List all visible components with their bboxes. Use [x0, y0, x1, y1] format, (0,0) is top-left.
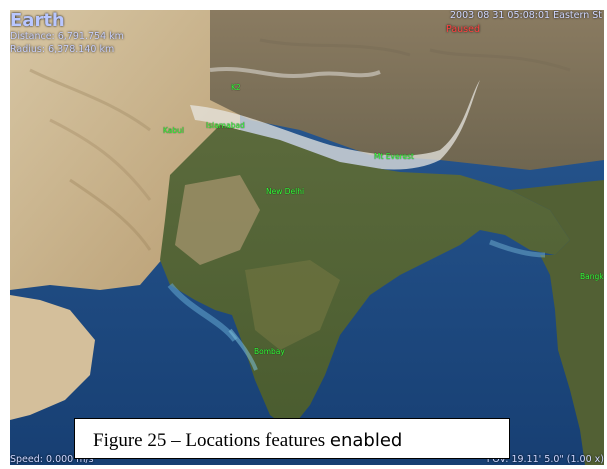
location-label-islamabad[interactable]: Islamabad — [206, 121, 245, 130]
location-label-mt-everest[interactable]: Mt Everest — [374, 152, 414, 161]
distance-readout: Distance: 6,791.754 km — [10, 31, 124, 42]
datetime-readout: 2003 08 31 05:08:01 Eastern St — [450, 10, 602, 21]
radius-readout: Radius: 6,378.140 km — [10, 44, 115, 55]
caption-suffix: enabled — [329, 430, 403, 451]
location-label-k2[interactable]: K2 — [231, 83, 241, 92]
paused-status: Paused — [446, 24, 480, 35]
location-label-kabul[interactable]: Kabul — [163, 126, 184, 135]
satellite-map — [10, 10, 604, 465]
object-name: Earth — [10, 10, 65, 31]
caption-prefix: Figure 25 – Locations features — [93, 430, 330, 451]
location-label-bombay[interactable]: Bombay — [254, 347, 285, 356]
location-label-bangkok[interactable]: Bangk — [580, 272, 604, 281]
speed-readout: Speed: 0.000 m/s — [10, 454, 94, 465]
location-label-new-delhi[interactable]: New Delhi — [266, 187, 305, 196]
figure-caption: Figure 25 – Locations features enabled — [93, 430, 402, 452]
planet-view[interactable]: Earth Distance: 6,791.754 km Radius: 6,3… — [10, 10, 604, 465]
fov-readout: FOV: 19.11' 5.0" (1.00 x) — [486, 454, 604, 465]
figure-caption-box: Figure 25 – Locations features enabled — [74, 418, 510, 459]
